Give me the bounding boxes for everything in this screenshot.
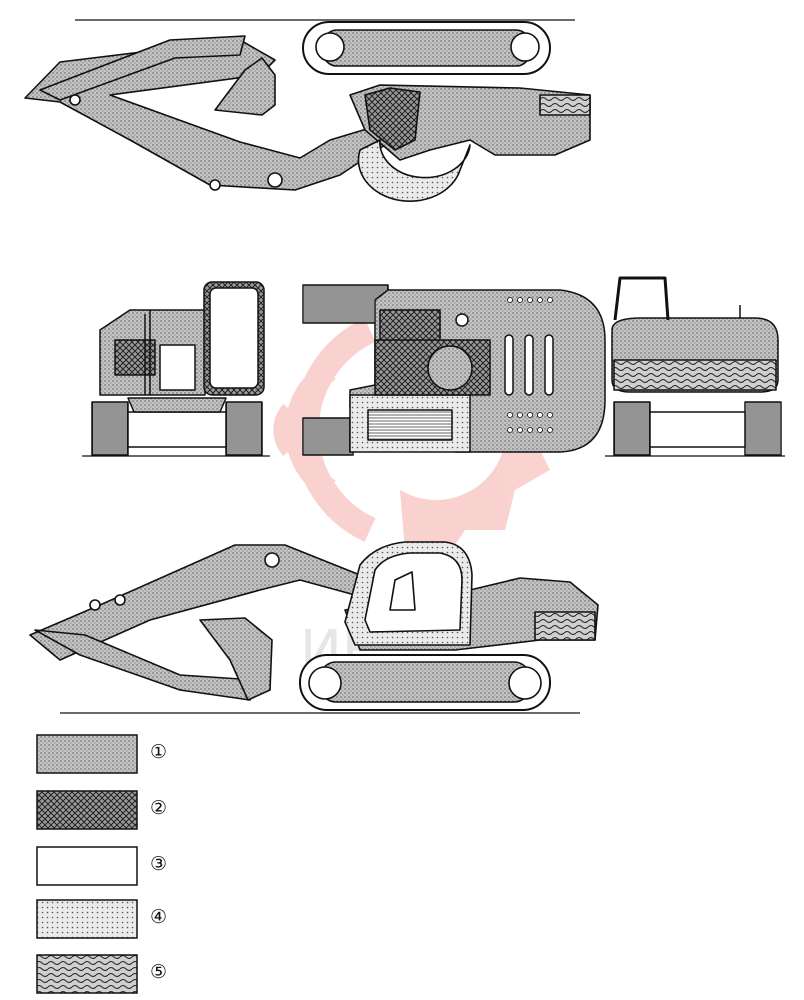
side-bucket	[199, 617, 273, 701]
legend-swatch-2	[36, 790, 138, 830]
legend-label-1: ①	[150, 741, 168, 763]
front-track-left	[91, 401, 129, 456]
side-counterweight	[534, 611, 596, 641]
top-counterweight	[539, 94, 591, 116]
plan-track-lower	[302, 417, 354, 456]
legend-label-3: ③	[150, 853, 168, 875]
legend-label-4: ④	[150, 906, 168, 928]
rear-track-right	[744, 401, 782, 456]
legend-swatch-4	[36, 899, 138, 939]
top-bucket	[214, 57, 276, 116]
excavator-side-view	[29, 541, 599, 714]
rear-cab	[613, 276, 670, 321]
legend-label-2: ②	[150, 797, 168, 819]
legend	[36, 734, 138, 994]
excavator-front-view	[82, 281, 270, 457]
top-arm	[39, 35, 246, 101]
legend-label-5: ⑤	[150, 961, 168, 983]
legend-swatch-1	[36, 734, 138, 774]
excavator-rear-view	[605, 276, 785, 457]
legend-swatch-3	[36, 846, 138, 886]
rear-track-left	[613, 401, 651, 456]
top-swing-ring	[357, 139, 471, 203]
front-track-right	[225, 401, 263, 456]
excavator-top-view	[24, 19, 591, 203]
excavator-plan-view	[302, 284, 606, 456]
legend-swatch-5	[36, 954, 138, 994]
